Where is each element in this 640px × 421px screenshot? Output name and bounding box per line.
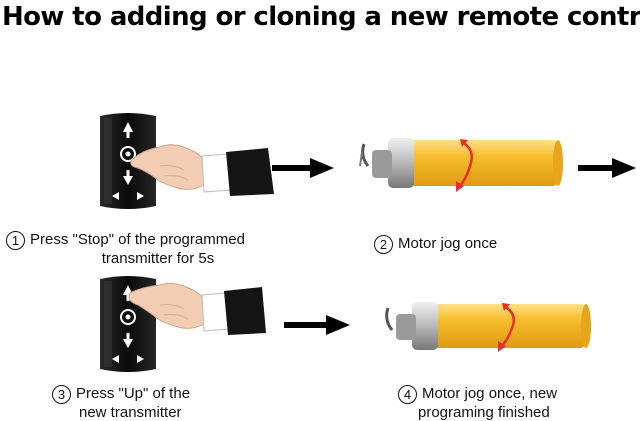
remote-hand-step3 [100,276,266,372]
stop-button-icon [120,146,136,162]
down-arrow-icon [123,176,133,185]
motor-tube-icon [385,302,591,350]
step-text-line1: Press "Stop" of the programmed [30,231,245,248]
step-text-line1: Press "Up" of the [76,385,191,402]
right-arrow-icon [272,158,334,178]
step-text-line2: transmitter for 5s [101,250,215,267]
step-text-line2: new transmitter [79,404,182,421]
step-text-line1: Motor jog once, new [422,385,558,402]
stop-button-icon [120,309,136,325]
remote-hand-step1 [100,113,274,209]
hand-pointer-icon [130,144,274,196]
remote-control-icon [100,113,156,209]
hand-pointer-icon [128,282,266,335]
step-caption-1: 1 Press "Stop" of the programmed transmit… [6,231,276,267]
step-caption-4: 4 Motor jog once, new programing finished [398,385,628,421]
right-arrow-icon [578,158,636,178]
motor-tube-step2 [359,138,563,192]
step-number-badge: 4 [398,385,417,404]
step-text-line1: Motor jog once [398,235,498,252]
motor-tube-icon [359,138,563,188]
rotation-arrow-icon [498,303,515,352]
rotation-arrow-icon [456,139,473,192]
right-arrow-icon [284,315,350,335]
down-arrow-icon [123,339,133,348]
step-number-badge: 1 [6,231,25,250]
motor-tube-step4 [385,302,591,352]
up-arrow-icon [123,122,133,132]
step-number-badge: 2 [374,235,393,254]
step-caption-3: 3 Press "Up" of the new transmitter [52,385,252,421]
step-text-line2: programing finished [418,404,550,421]
page-title: How to adding or cloning a new remote co… [2,2,640,32]
step-caption-2: 2 Motor jog once [374,235,574,254]
step-number-badge: 3 [52,385,71,404]
